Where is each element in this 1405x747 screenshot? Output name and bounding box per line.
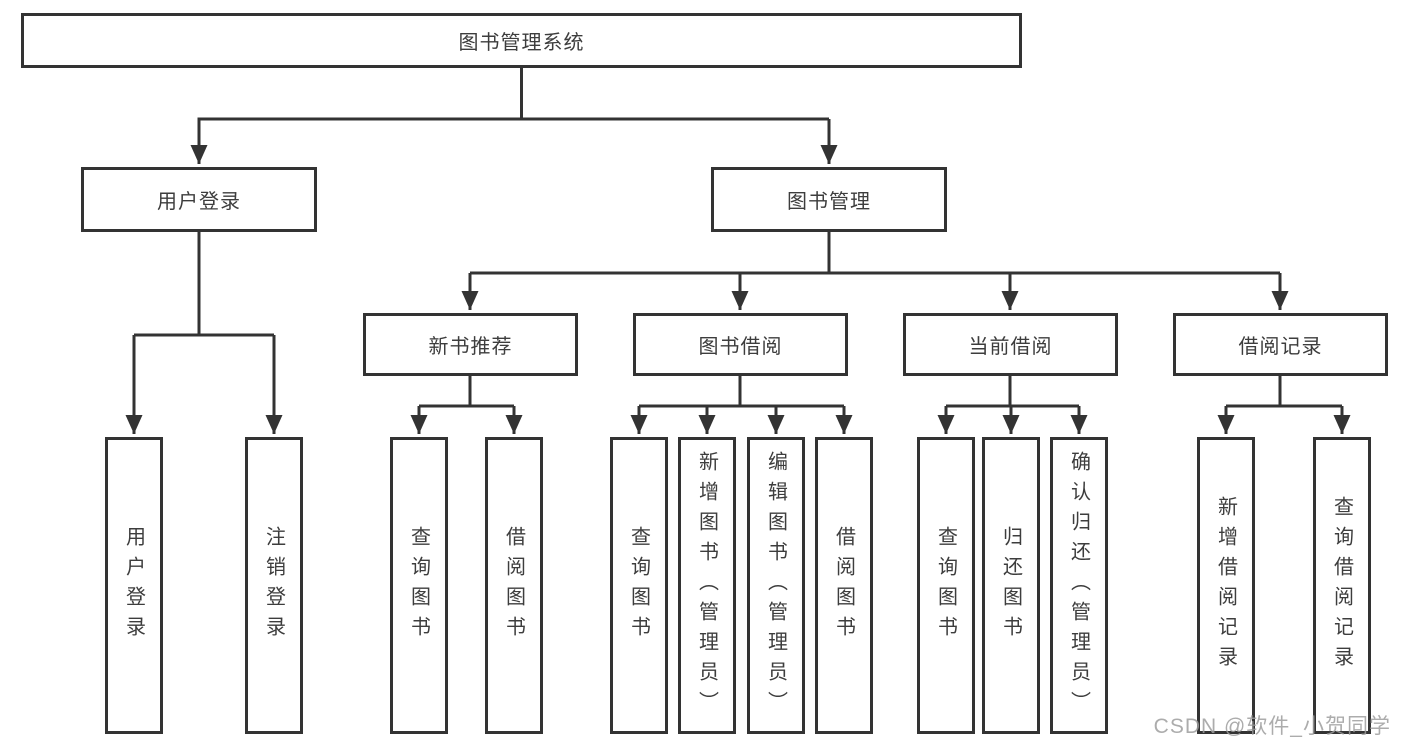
leaf-borrow-books-borrow: 借阅图书 bbox=[815, 437, 873, 734]
node-current-borrow: 当前借阅 bbox=[903, 313, 1118, 376]
leaf-query-books-recommend: 查询图书 bbox=[390, 437, 448, 734]
leaf-query-borrow-record: 查询借阅记录 bbox=[1313, 437, 1371, 734]
leaf-query-books-current: 查询图书 bbox=[917, 437, 975, 734]
watermark: CSDN @软件_小贺同学 bbox=[1153, 715, 1391, 738]
leaf-add-book-admin: 新增图书（管理员） bbox=[678, 437, 736, 734]
leaf-logout-login: 注销登录 bbox=[245, 437, 303, 734]
leaf-user-login: 用户登录 bbox=[105, 437, 163, 734]
node-library-management-system: 图书管理系统 bbox=[21, 13, 1022, 68]
leaf-confirm-return-admin: 确认归还（管理员） bbox=[1050, 437, 1108, 734]
node-user-login: 用户登录 bbox=[81, 167, 317, 232]
leaf-query-books-borrow: 查询图书 bbox=[610, 437, 668, 734]
node-book-borrow: 图书借阅 bbox=[633, 313, 848, 376]
leaf-edit-book-admin: 编辑图书（管理员） bbox=[747, 437, 805, 734]
leaf-return-books: 归还图书 bbox=[982, 437, 1040, 734]
node-book-management: 图书管理 bbox=[711, 167, 947, 232]
node-new-book-recommend: 新书推荐 bbox=[363, 313, 578, 376]
node-borrow-records: 借阅记录 bbox=[1173, 313, 1388, 376]
leaf-add-borrow-record: 新增借阅记录 bbox=[1197, 437, 1255, 734]
leaf-borrow-books-recommend: 借阅图书 bbox=[485, 437, 543, 734]
